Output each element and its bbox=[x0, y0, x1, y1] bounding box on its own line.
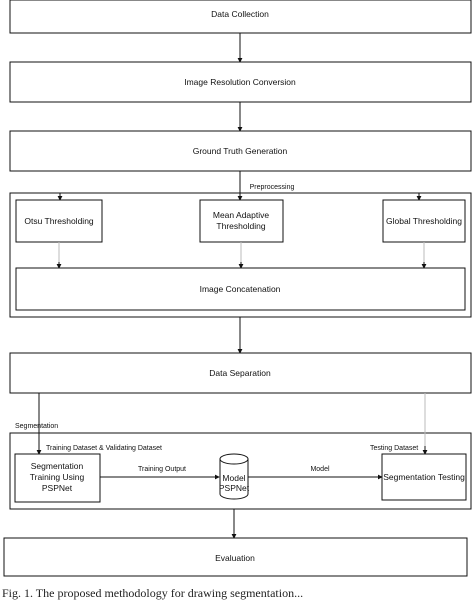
global-thresholding-label: Global Thresholding bbox=[386, 216, 462, 226]
segmentation-testing-label: Segmentation Testing bbox=[383, 472, 465, 482]
image-resolution-conversion-label: Image Resolution Conversion bbox=[184, 77, 296, 87]
seg-training-label-line1: Segmentation bbox=[31, 461, 84, 471]
data-separation-label: Data Separation bbox=[209, 368, 271, 378]
data-collection-label: Data Collection bbox=[211, 9, 269, 19]
seg-training-label-line2: Training Using bbox=[30, 472, 85, 482]
otsu-thresholding-box bbox=[15, 199, 103, 243]
image-concatenation-label: Image Concatenation bbox=[200, 284, 281, 294]
preprocessing-label: Preprocessing bbox=[250, 184, 295, 191]
ground-truth-generation-label: Ground Truth Generation bbox=[193, 146, 288, 156]
ground-truth-generation-box bbox=[9, 130, 472, 172]
segmentation-training-box bbox=[14, 453, 101, 503]
image-resolution-conversion-box bbox=[9, 61, 472, 103]
segmentation-testing-box bbox=[381, 453, 467, 501]
global-thresholding-box bbox=[382, 199, 466, 243]
model-cylinder-body bbox=[219, 459, 249, 500]
train-validate-dataset-label: Training Dataset & Validating Dataset bbox=[46, 445, 162, 452]
segmentation-label: Segmentation bbox=[15, 423, 58, 430]
model-cylinder-top bbox=[219, 453, 249, 465]
seg-training-label-line3: PSPNet bbox=[42, 483, 73, 493]
model-label-line2: PSPNet bbox=[219, 483, 250, 493]
model-edge-label: Model bbox=[310, 466, 330, 473]
evaluation-box bbox=[3, 537, 468, 577]
training-output-label: Training Output bbox=[138, 466, 186, 473]
mean-adaptive-label-line2: Thresholding bbox=[216, 221, 265, 231]
model-label-line1: Model bbox=[222, 473, 245, 483]
otsu-thresholding-label: Otsu Thresholding bbox=[24, 216, 94, 226]
image-concatenation-box bbox=[15, 267, 466, 311]
mean-adaptive-label-line1: Mean Adaptive bbox=[213, 210, 270, 220]
evaluation-label: Evaluation bbox=[215, 553, 255, 563]
data-separation-box bbox=[9, 352, 472, 394]
data-collection-box bbox=[9, 0, 472, 34]
mean-adaptive-thresholding-box bbox=[199, 199, 284, 243]
testing-dataset-label: Testing Dataset bbox=[370, 445, 418, 452]
figure-caption: Fig. 1. The proposed methodology for dra… bbox=[2, 586, 304, 600]
